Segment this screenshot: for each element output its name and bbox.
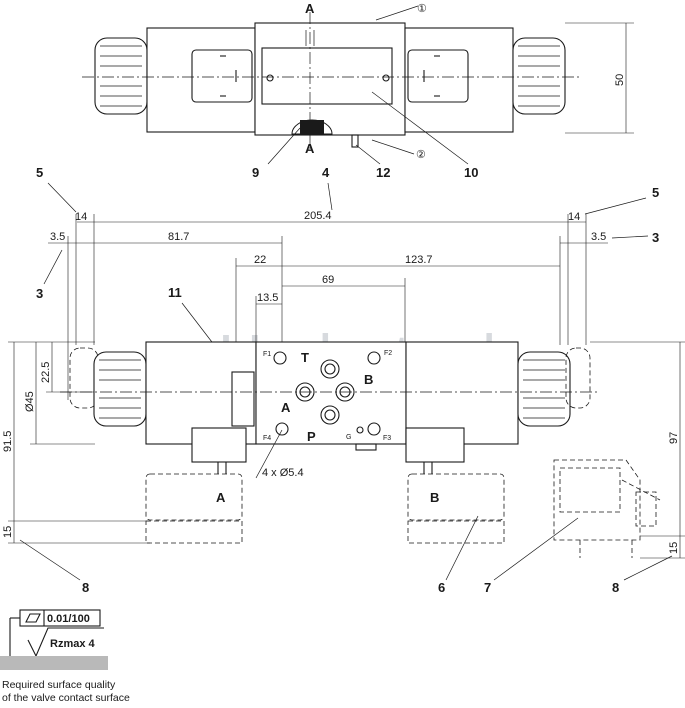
callout-9: 9 [252,165,259,180]
callout-8-left: 8 [82,580,89,595]
port-B: B [364,372,373,387]
port-F4: F4 [263,435,271,442]
callout-3-right: 3 [652,230,659,245]
dim-97: 97 [668,432,680,444]
solenoid-label-left: A [216,490,226,505]
dim-mounting-holes: 4 x Ø5.4 [262,467,304,479]
circled-ref-2: ② [416,149,426,161]
callout-7: 7 [484,580,491,595]
surface-caption: Required surface quality of the valve co… [2,679,130,705]
port-F2: F2 [384,350,392,357]
dim-22: 22 [254,254,266,266]
dim-69: 69 [322,274,334,286]
dim-height-50: 50 [614,74,626,86]
dim-14-right: 14 [568,211,580,223]
port-P: P [307,429,316,444]
solenoid-label-right: B [430,490,439,505]
callout-6: 6 [438,580,445,595]
section-label-top: A [305,1,315,16]
port-F3: F3 [383,435,391,442]
dim-3-5-right: 3.5 [591,231,606,243]
surface-caption-line-2: of the valve contact surface [2,692,130,704]
callout-12: 12 [376,165,390,180]
callout-5-right: 5 [652,185,659,200]
dim-13-5: 13.5 [257,292,278,304]
contact-surface [0,656,108,670]
dim-91-5: 91.5 [2,431,14,452]
top-view: A A 50 ① ② 9 12 10 [82,1,634,180]
flatness-tolerance: 0.01/100 [47,613,90,625]
dim-diameter-45: Ø45 [24,391,36,412]
dim-3-5-left: 3.5 [50,231,65,243]
callout-10: 10 [464,165,478,180]
port-F1: F1 [263,351,271,358]
dim-205-4: 205.4 [304,210,332,222]
roughness-value: Rzmax 4 [50,638,96,650]
dim-123-7: 123.7 [405,254,433,266]
circled-ref-1: ① [417,3,427,15]
dim-22-5: 22.5 [40,362,52,383]
section-label-bottom: A [305,141,315,156]
port-T: T [301,350,309,365]
callout-11: 11 [168,285,182,300]
dimension-lines: 5 4 5 14 205.4 14 3.5 81.7 3.5 3 3 [2,165,685,595]
dim-14-left: 14 [75,211,87,223]
main-view: T B A P F1 F2 F4 F3 G 4 x Ø5.4 A B 6 [60,341,661,595]
surface-quality-symbol: 0.01/100 Rzmax 4 [0,609,108,670]
surface-caption-line-1: Required surface quality [2,679,116,691]
callout-3-left: 3 [36,286,43,301]
callout-4: 4 [322,165,330,180]
port-G: G [346,434,351,441]
callout-8-right: 8 [612,580,619,595]
callout-5-left: 5 [36,165,43,180]
dim-81-7: 81.7 [168,231,189,243]
dim-15-left: 15 [2,526,14,538]
dim-15-right: 15 [668,542,680,554]
port-A: A [281,400,291,415]
